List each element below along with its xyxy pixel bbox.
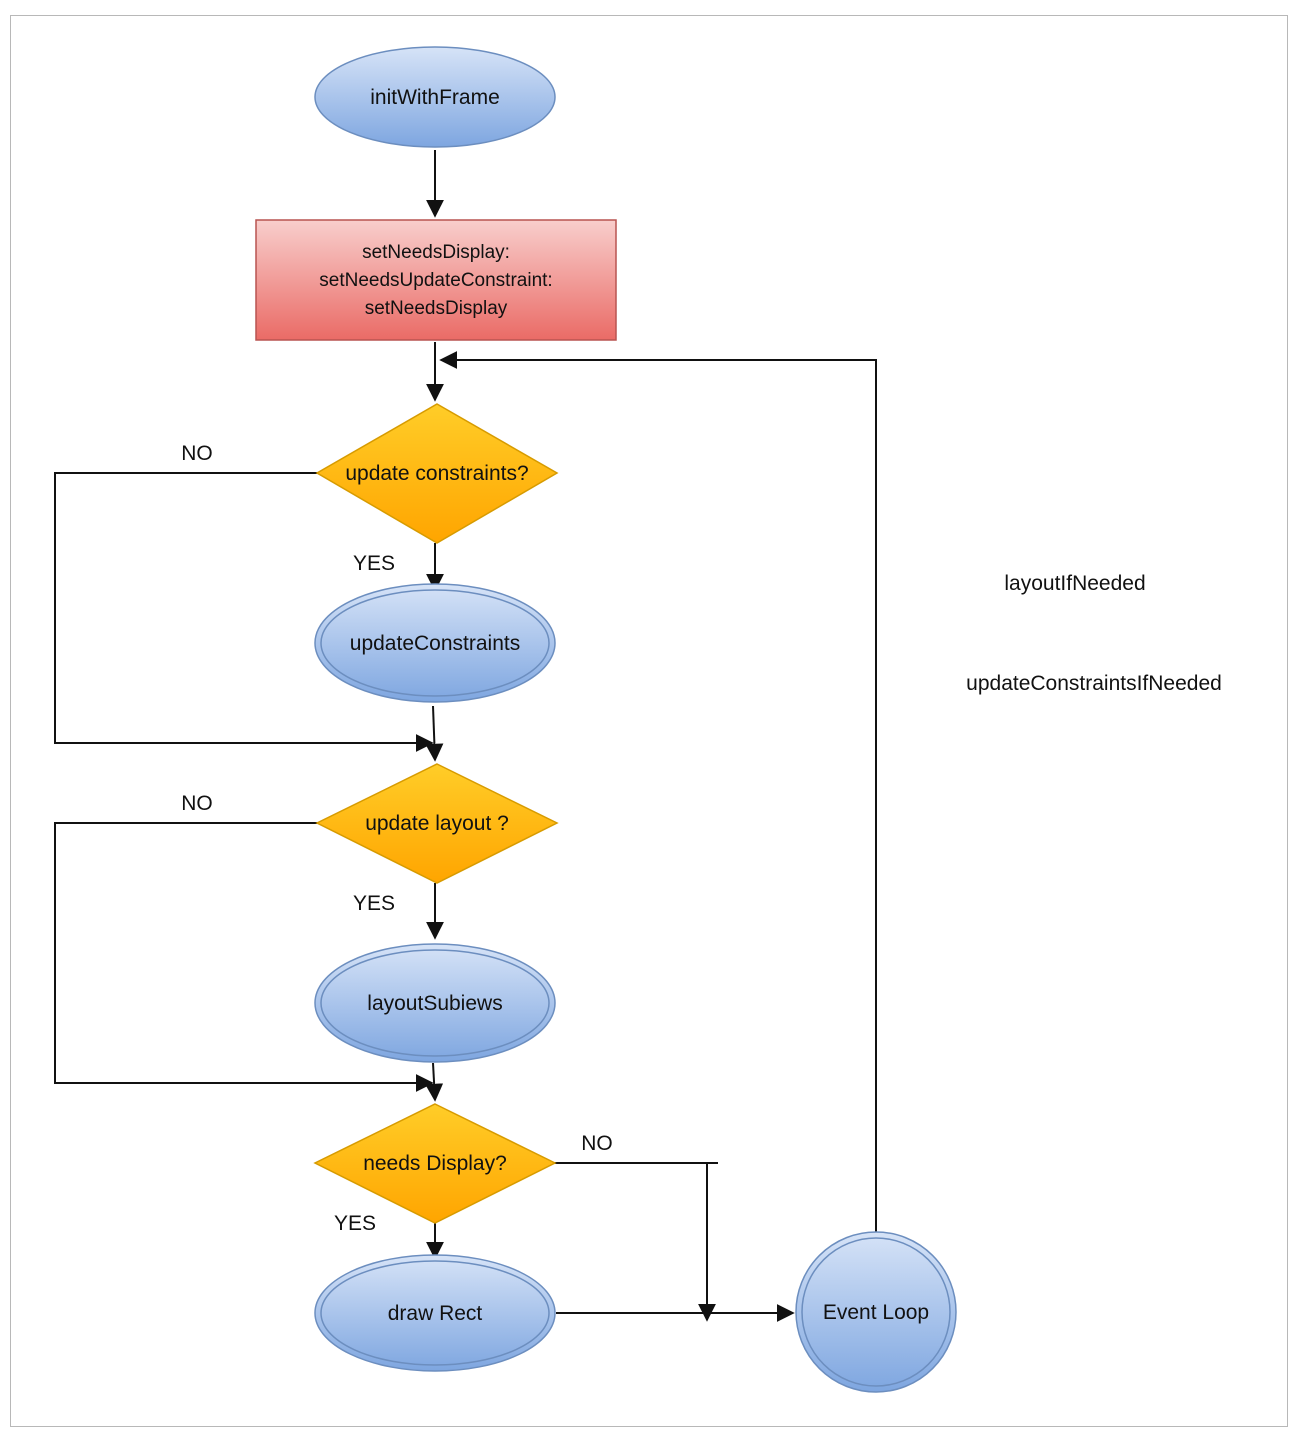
label-yes-layout: YES	[353, 892, 395, 915]
label-yes-constraints: YES	[353, 552, 395, 575]
side-note-update-constraints-if-needed: updateConstraintsIfNeeded	[966, 672, 1222, 695]
set-needs-line-1: setNeedsDisplay:	[362, 242, 510, 263]
event-loop-label: Event Loop	[823, 1301, 929, 1324]
init-with-frame-label: initWithFrame	[370, 86, 500, 109]
edge-q-constraints-no	[54, 472, 434, 752]
node-set-needs: setNeedsDisplay: setNeedsUpdateConstrain…	[255, 219, 617, 341]
draw-rect-label: draw Rect	[388, 1302, 483, 1325]
layout-subviews-label: layoutSubiews	[367, 992, 502, 1015]
label-no-layout: NO	[181, 792, 213, 815]
edges	[54, 150, 877, 1322]
diagram-frame	[10, 15, 1288, 1427]
side-note-layout-if-needed: layoutIfNeeded	[1004, 572, 1145, 595]
node-layout-subviews: layoutSubiews	[314, 943, 556, 1063]
q-update-layout-label: update layout ?	[365, 812, 509, 835]
label-no-constraints: NO	[181, 442, 213, 465]
node-q-update-layout: update layout ?	[315, 763, 559, 884]
node-update-constraints: updateConstraints	[314, 583, 556, 703]
set-needs-line-3: setNeedsDisplay	[365, 298, 508, 319]
node-q-update-constraints: update constraints?	[315, 403, 559, 544]
node-q-needs-display: needs Display?	[313, 1103, 557, 1224]
edge-q-display-no	[554, 1162, 716, 1322]
q-needs-display-label: needs Display?	[363, 1152, 507, 1175]
edge-updateconstraints-to-q-layout	[425, 705, 444, 762]
update-constraints-label: updateConstraints	[350, 632, 520, 655]
q-update-constraints-label: update constraints?	[345, 462, 528, 485]
edge-eventloop-back	[439, 351, 877, 1233]
label-no-display: NO	[581, 1132, 613, 1155]
edge-layoutsubviews-to-q-display	[425, 1062, 444, 1102]
node-init-with-frame: initWithFrame	[314, 46, 556, 148]
set-needs-line-2: setNeedsUpdateConstraint:	[319, 270, 552, 291]
node-event-loop: Event Loop	[795, 1231, 957, 1393]
node-draw-rect: draw Rect	[314, 1254, 556, 1372]
label-yes-display: YES	[334, 1212, 376, 1235]
edge-q-layout-no	[54, 822, 434, 1092]
